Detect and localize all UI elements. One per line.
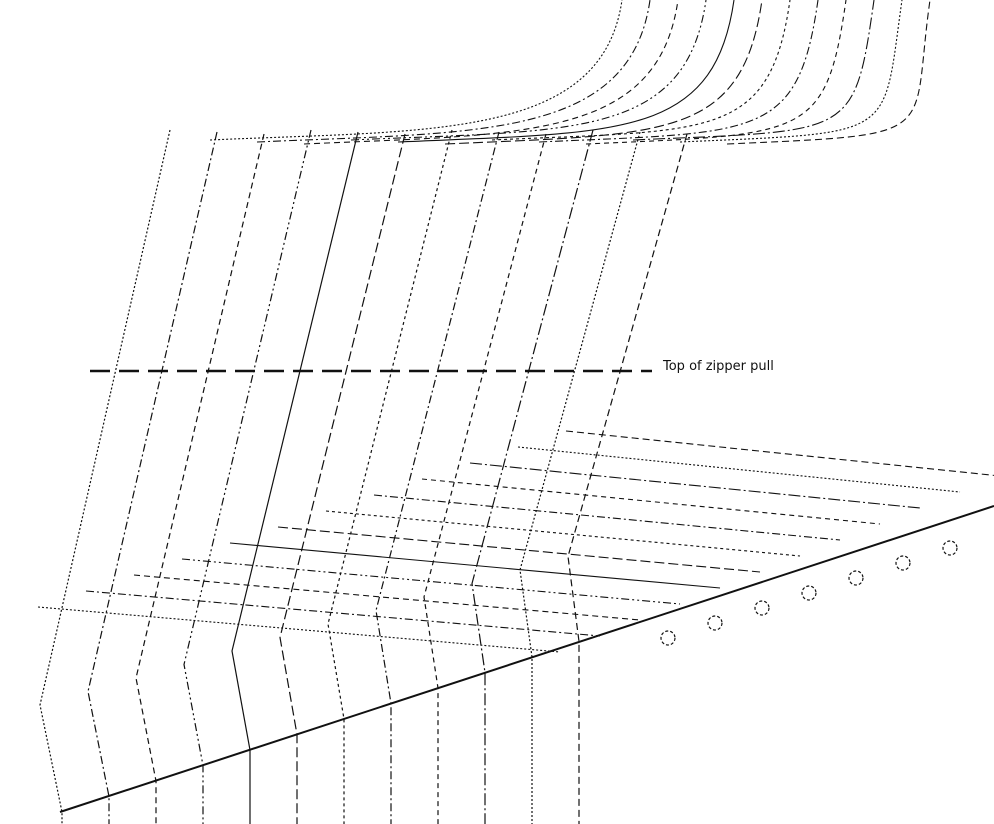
grade-line-9 xyxy=(423,133,547,824)
grade-hline-2 xyxy=(85,590,601,637)
grade-line-12 xyxy=(567,133,688,824)
grade-line-11 xyxy=(519,131,641,824)
grade-hline-6 xyxy=(277,526,761,573)
notch-circle xyxy=(754,600,770,616)
grade-curve-2 xyxy=(256,0,651,143)
grade-curve-8 xyxy=(538,0,819,143)
hem-edge-line xyxy=(59,505,994,813)
notch-marks xyxy=(660,540,958,646)
grade-line-1 xyxy=(39,129,171,824)
grade-hline-7 xyxy=(325,510,801,557)
grade-line-10 xyxy=(471,129,594,824)
grade-curve-6 xyxy=(444,0,763,145)
notch-circle xyxy=(660,630,676,646)
notch-circle xyxy=(895,555,911,571)
grade-line-3 xyxy=(135,133,265,824)
grade-hline-1 xyxy=(37,606,561,653)
grade-hline-4 xyxy=(181,558,681,605)
grade-hline-12 xyxy=(565,430,994,476)
notch-circle xyxy=(707,615,723,631)
grade-hline-10 xyxy=(469,462,921,509)
grade-hline-8 xyxy=(373,494,841,541)
notch-circle xyxy=(942,540,958,556)
grade-curve-1 xyxy=(209,0,623,141)
grade-hline-3 xyxy=(133,574,641,621)
grade-curve-10 xyxy=(632,0,875,141)
grade-line-7 xyxy=(327,129,453,824)
zipper-pull-label: Top of zipper pull xyxy=(663,359,774,374)
size-grade-lines xyxy=(37,0,994,824)
grade-line-2 xyxy=(87,131,218,824)
grade-hline-11 xyxy=(517,446,961,493)
grade-curve-9 xyxy=(585,0,847,145)
grade-curve-3 xyxy=(303,0,679,145)
grade-curve-7 xyxy=(491,0,791,141)
grade-curve-4 xyxy=(350,0,707,141)
grade-line-4 xyxy=(183,129,312,824)
grade-hline-5 xyxy=(229,542,721,589)
grade-curve-5 xyxy=(397,0,735,143)
grade-curve-11 xyxy=(679,0,903,143)
grade-line-8 xyxy=(375,131,500,824)
notch-circle xyxy=(801,585,817,601)
notch-circle xyxy=(848,570,864,586)
grade-hline-9 xyxy=(421,478,881,525)
grade-line-5 xyxy=(231,131,359,824)
grade-curve-12 xyxy=(726,0,931,145)
grade-line-6 xyxy=(279,133,406,824)
